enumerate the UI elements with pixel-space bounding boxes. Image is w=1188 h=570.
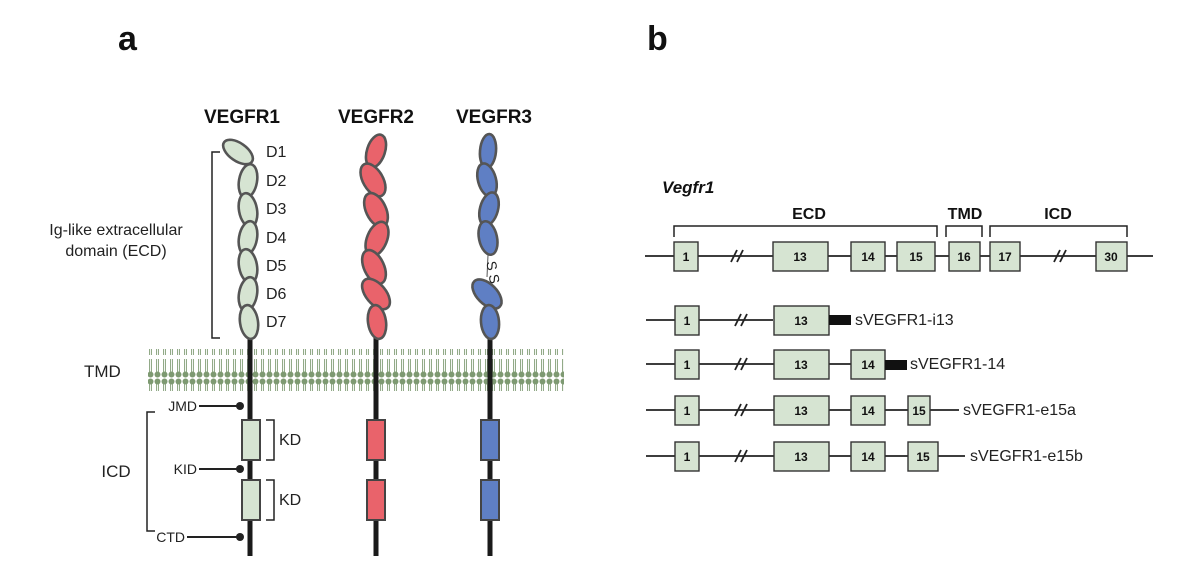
vegfr1-kinase-domain-2 xyxy=(241,479,261,521)
intron-retention-block xyxy=(885,360,907,370)
vegfr2-ig-domains xyxy=(359,133,392,341)
exon-17-label: 17 xyxy=(998,250,1012,264)
disulfide-label: S S xyxy=(483,260,503,285)
vegfr2-kinase-domain-2 xyxy=(366,479,386,521)
exon-14-label: 14 xyxy=(861,250,875,264)
ecd-region-label: ECD xyxy=(792,206,826,223)
exon-label: 1 xyxy=(684,358,691,372)
exon-label: 14 xyxy=(861,404,875,418)
intron-retention-block xyxy=(829,315,851,325)
exon-label: 1 xyxy=(684,404,691,418)
gene-name: Vegfr1 xyxy=(662,178,714,197)
exon-1-label: 1 xyxy=(683,250,690,264)
receptor-title-vegfr2: VEGFR2 xyxy=(338,107,414,128)
domain-label-d7: D7 xyxy=(266,314,287,331)
tmd-label: TMD xyxy=(84,362,121,381)
exon-label: 1 xyxy=(684,314,691,328)
isoform-row-14: 1 13 14 sVEGFR1-14 xyxy=(646,349,1005,380)
vegfr3-d7 xyxy=(479,303,501,341)
isoform-name-14: sVEGFR1-14 xyxy=(910,356,1005,373)
domain-label-d2: D2 xyxy=(266,173,287,190)
ecd-label-line2: domain (ECD) xyxy=(65,243,166,260)
vegfr2-d7 xyxy=(366,303,388,341)
kd-bracket-2 xyxy=(266,479,275,521)
icd-region-bracket xyxy=(989,225,1128,237)
ecd-label-line1: Ig-like extracellular xyxy=(49,222,183,239)
tmd-region-label: TMD xyxy=(948,206,983,223)
kd-label-1: KD xyxy=(279,432,301,449)
exon-13 xyxy=(772,241,829,272)
vegfr3-d4 xyxy=(477,219,499,257)
jmd-dot xyxy=(236,402,244,410)
jmd-label: JMD xyxy=(168,398,197,414)
kid-dot xyxy=(236,465,244,473)
tmd-region-bracket xyxy=(945,225,983,237)
vegfr2-kinase-domain-1 xyxy=(366,419,386,461)
exon-17 xyxy=(989,241,1021,272)
exon-label: 15 xyxy=(912,404,926,418)
isoform-name-i13: sVEGFR1-i13 xyxy=(855,312,954,329)
full-length-gene-row: 1 13 14 15 16 17 30 xyxy=(645,241,1153,272)
exon-15-label: 15 xyxy=(909,250,923,264)
isoform-row-e15a: 1 13 14 15 sVEGFR1-e15a xyxy=(646,395,1076,426)
exon-14 xyxy=(850,241,886,272)
domain-label-d5: D5 xyxy=(266,258,287,275)
vegfr2-d6 xyxy=(360,277,392,311)
domain-label-d4: D4 xyxy=(266,230,287,247)
vegfr3-kinase-domain-2 xyxy=(480,479,500,521)
exon-label: 15 xyxy=(916,450,930,464)
icd-bracket xyxy=(146,411,155,532)
receptor-title-vegfr1: VEGFR1 xyxy=(204,107,280,128)
vegfr2-d2 xyxy=(359,162,387,198)
exon-30 xyxy=(1095,241,1128,272)
exon-label: 13 xyxy=(794,450,808,464)
vegfr3-ig-domains xyxy=(471,132,503,341)
isoform-row-e15b: 1 13 14 15 sVEGFR1-e15b xyxy=(646,441,1083,472)
vegfr1-ig-domains xyxy=(221,138,260,341)
vegfr2-d5 xyxy=(360,248,388,286)
vegfr3-kinase-domain-1 xyxy=(480,419,500,461)
ecd-bracket xyxy=(211,151,220,339)
icd-region-label: ICD xyxy=(1044,206,1072,223)
exon-label: 13 xyxy=(794,404,808,418)
isoform-name-e15a: sVEGFR1-e15a xyxy=(963,402,1076,419)
ctd-label: CTD xyxy=(156,529,185,545)
vegfr1-d7 xyxy=(238,303,260,341)
exon-16-label: 16 xyxy=(957,250,971,264)
exon-label: 13 xyxy=(794,358,808,372)
kd-bracket-1 xyxy=(266,419,275,461)
kid-label: KID xyxy=(174,461,197,477)
exon-label: 14 xyxy=(861,358,875,372)
exon-label: 1 xyxy=(684,450,691,464)
vegfr1-kinase-domain-1 xyxy=(241,419,261,461)
domain-label-d1: D1 xyxy=(266,144,287,161)
exon-30-label: 30 xyxy=(1104,250,1118,264)
panel-b-letter: b xyxy=(647,20,668,58)
cell-membrane xyxy=(148,349,564,391)
kinase-domains xyxy=(241,419,500,521)
exon-label: 14 xyxy=(861,450,875,464)
ctd-dot xyxy=(236,533,244,541)
exon-15 xyxy=(896,241,936,272)
icd-label: ICD xyxy=(101,462,130,481)
vegfr3-disulfide-link xyxy=(486,254,489,278)
exon-16 xyxy=(948,241,981,272)
panel-a-letter: a xyxy=(118,20,138,58)
exon-label: 13 xyxy=(794,314,808,328)
isoform-name-e15b: sVEGFR1-e15b xyxy=(970,448,1083,465)
vegfr1-d1 xyxy=(221,138,255,166)
exon-13-label: 13 xyxy=(793,250,807,264)
ecd-region-bracket xyxy=(673,225,938,237)
receptor-title-vegfr3: VEGFR3 xyxy=(456,107,532,128)
domain-label-d6: D6 xyxy=(266,286,287,303)
domain-label-d3: D3 xyxy=(266,201,287,218)
vegfr3-d6 xyxy=(471,278,503,310)
isoform-row-i13: 1 13 sVEGFR1-i13 xyxy=(646,305,954,336)
kd-label-2: KD xyxy=(279,492,301,509)
exon-1 xyxy=(673,241,699,272)
